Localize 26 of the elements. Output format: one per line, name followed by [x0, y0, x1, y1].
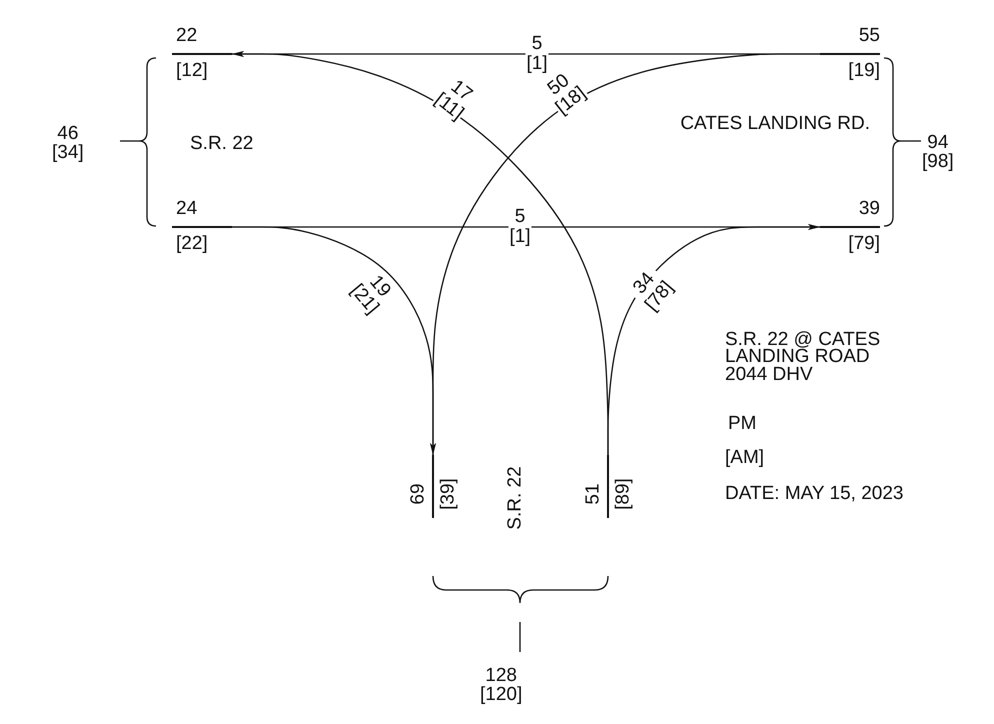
- total-volume: 128 [120]: [480, 666, 522, 704]
- traffic-volume: 24: [176, 199, 198, 218]
- edge-label: 5 [1]: [508, 207, 532, 247]
- traffic-volume: [39]: [438, 478, 458, 510]
- location-note: S.R. 22 @ CATES LANDING ROAD 2044 DHV: [725, 331, 882, 384]
- edge-label: 5 [1]: [525, 34, 549, 74]
- total-volume: 46 [34]: [52, 124, 84, 162]
- traffic-flow-arrow: [607, 224, 820, 455]
- road-name: S.R. 22: [190, 134, 254, 153]
- traffic-volume: 22: [176, 26, 198, 45]
- total-volume: 94 [98]: [922, 133, 954, 171]
- traffic-volume: [19]: [848, 61, 880, 80]
- traffic-flow-arrow: [232, 226, 436, 455]
- peak-label: [AM]: [725, 448, 766, 467]
- date-note: DATE: MAY 15, 2023: [725, 484, 904, 503]
- traffic-volume: 51: [584, 483, 602, 505]
- road-name: S.R. 22: [506, 466, 524, 530]
- traffic-volume: [79]: [848, 234, 880, 253]
- traffic-volume: [22]: [176, 234, 208, 253]
- traffic-volume: [89]: [614, 478, 632, 510]
- traffic-volume: 55: [858, 26, 880, 45]
- peak-label: PM: [728, 414, 758, 433]
- traffic-volume: 69: [408, 483, 428, 505]
- road-name: CATES LANDING RD.: [679, 114, 870, 133]
- traffic-volume: 39: [858, 199, 880, 218]
- traffic-volume: [12]: [176, 61, 208, 80]
